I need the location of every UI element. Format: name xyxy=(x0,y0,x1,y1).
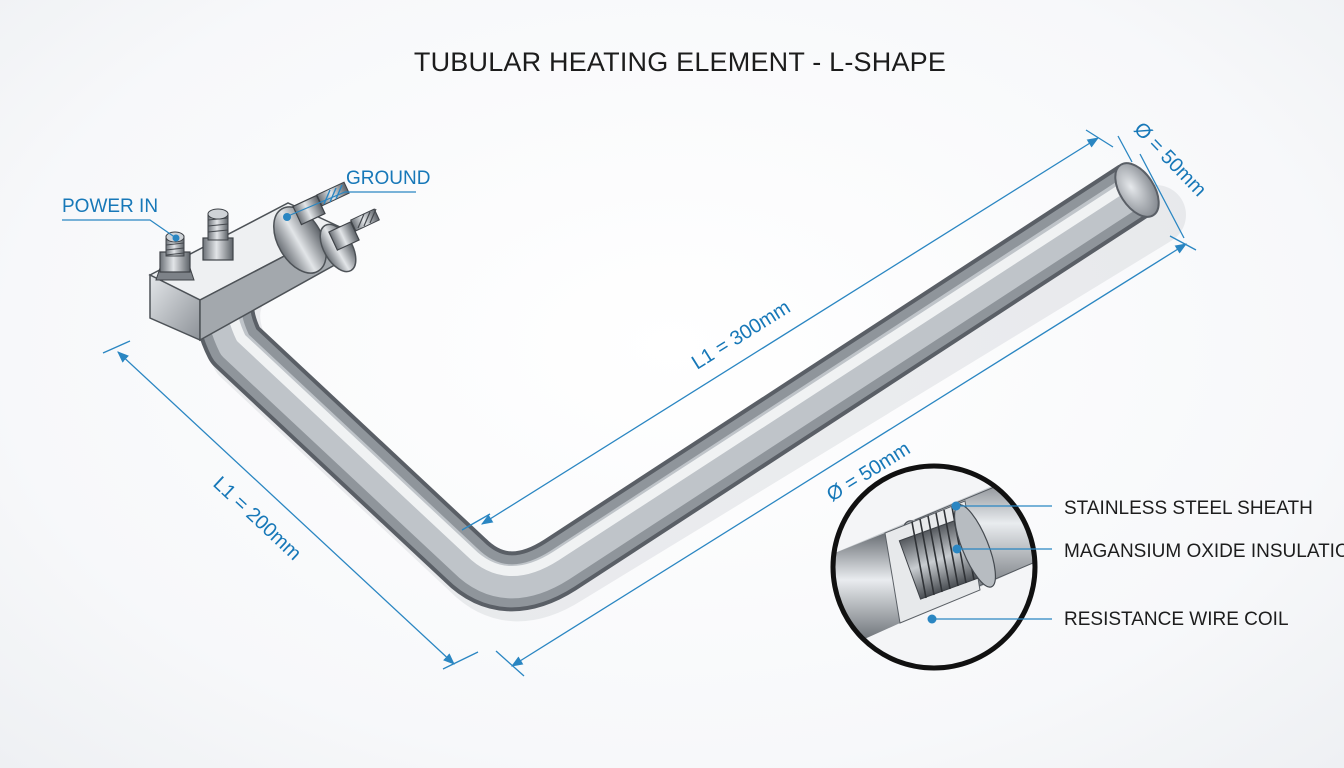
ground-terminal xyxy=(283,181,380,251)
cross-section-labels: STAINLESS STEEL SHEATH MAGANSIUM OXIDE I… xyxy=(932,498,1344,630)
power-in-callout: POWER IN xyxy=(62,196,177,239)
ground-label: GROUND xyxy=(346,168,430,189)
short-leg-dimension-label: L1 = 200mm xyxy=(209,473,306,565)
ground-callout: GROUND xyxy=(287,168,430,217)
layer-label-sheath: STAINLESS STEEL SHEATH xyxy=(1064,498,1313,519)
long-leg-dimension-label: L1 = 300mm xyxy=(688,296,794,374)
page-title: TUBULAR HEATING ELEMENT - L-SHAPE xyxy=(414,47,946,77)
layer-label-coil: RESISTANCE WIRE COIL xyxy=(1064,609,1289,630)
power-in-terminal xyxy=(155,231,195,281)
terminal-stud xyxy=(202,208,234,261)
layer-label-insulation: MAGANSIUM OXIDE INSULATION xyxy=(1064,541,1344,562)
power-in-label: POWER IN xyxy=(62,196,158,217)
cross-section-detail xyxy=(830,463,1038,671)
terminal-block xyxy=(148,202,357,342)
